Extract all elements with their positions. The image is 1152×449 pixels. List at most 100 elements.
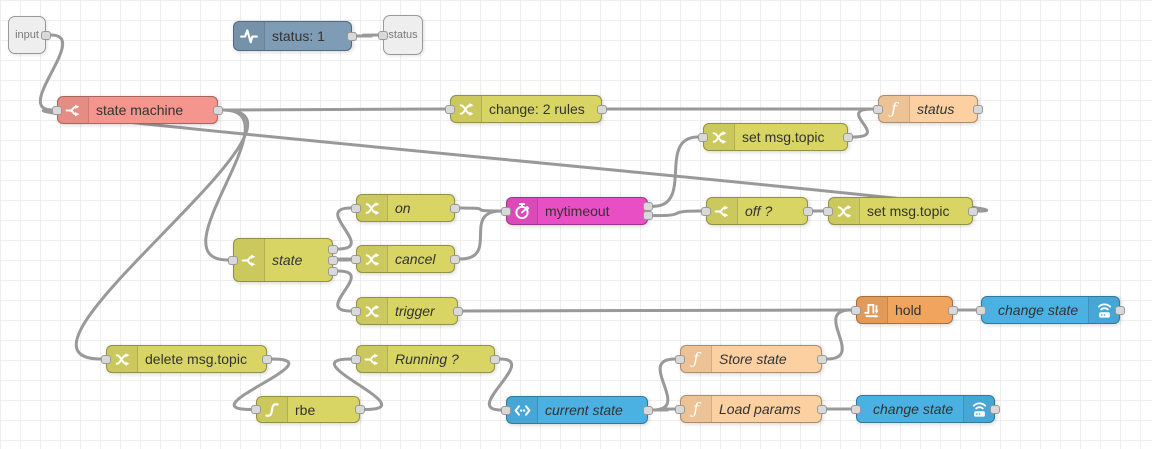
- input-port-trigger[interactable]: [351, 306, 361, 316]
- wire-running-to-current-state[interactable]: [487, 357, 514, 412]
- node-off[interactable]: off ?: [706, 197, 808, 225]
- switch-icon: [58, 97, 89, 123]
- node-hold[interactable]: hold: [856, 296, 953, 324]
- input-port-running[interactable]: [351, 354, 361, 364]
- function-icon: ƒ: [879, 96, 910, 122]
- output-port-set-msg-topic-2-0[interactable]: [968, 206, 978, 216]
- input-port-load-params[interactable]: [675, 404, 685, 414]
- output-port-status-fn-0[interactable]: [973, 104, 983, 114]
- input-port-mytimeout[interactable]: [501, 206, 511, 216]
- output-port-state-0[interactable]: [328, 244, 338, 254]
- node-on[interactable]: on: [356, 194, 455, 222]
- output-port-store-state-0[interactable]: [817, 354, 827, 364]
- wire-input-to-state-machine[interactable]: [38, 33, 65, 112]
- output-port-mytimeout-1[interactable]: [643, 211, 653, 221]
- wire-state-to-trigger[interactable]: [336, 269, 353, 313]
- node-rbe[interactable]: rbe: [256, 396, 360, 423]
- output-port-trigger-0[interactable]: [453, 306, 463, 316]
- wire-state-machine-to-change-2-rules[interactable]: [221, 107, 447, 112]
- node-state-machine[interactable]: state machine: [57, 96, 218, 124]
- node-label: cancel: [395, 251, 436, 267]
- input-port-set-msg-topic-2[interactable]: [823, 206, 833, 216]
- node-change-2-rules[interactable]: change: 2 rules: [450, 95, 602, 123]
- wire-mytimeout-to-off[interactable]: [651, 209, 703, 218]
- output-port-change-state-1-0[interactable]: [1115, 305, 1125, 315]
- node-label: off ?: [745, 203, 773, 219]
- wire-mytimeout-to-set-msg-topic-1[interactable]: [651, 135, 700, 208]
- output-port-cancel-0[interactable]: [450, 254, 460, 264]
- node-change-state-2[interactable]: change state: [856, 395, 995, 423]
- output-port-load-params-0[interactable]: [817, 404, 827, 414]
- wire-delete-msg-topic-to-rbe[interactable]: [232, 357, 291, 411]
- node-label: on: [395, 200, 411, 216]
- output-port-delete-msg-topic-0[interactable]: [262, 354, 272, 364]
- input-port-off[interactable]: [701, 206, 711, 216]
- output-port-on-0[interactable]: [450, 203, 460, 213]
- output-port-hold-0[interactable]: [948, 305, 958, 315]
- node-set-msg-topic-2[interactable]: set msg.topic: [828, 197, 973, 225]
- input-port-state-machine[interactable]: [52, 105, 62, 115]
- input-port-change-state-2[interactable]: [851, 404, 861, 414]
- wire-state-machine-to-delete-msg-topic[interactable]: [74, 108, 250, 361]
- input-port-delete-msg-topic[interactable]: [101, 354, 111, 364]
- output-port-mytimeout-0[interactable]: [643, 201, 653, 211]
- wire-current-state-to-load-params[interactable]: [651, 407, 677, 412]
- node-label: status: 1: [272, 28, 325, 44]
- wire-state-to-cancel[interactable]: [336, 257, 353, 262]
- node-label: input: [15, 29, 39, 41]
- svg-text:ƒ: ƒ: [690, 350, 702, 368]
- link-brackets-icon: [507, 397, 538, 423]
- rbe-step-icon: [257, 397, 288, 422]
- node-state[interactable]: state: [233, 238, 333, 282]
- output-port-state-1[interactable]: [328, 255, 338, 265]
- output-port-change-2-rules-0[interactable]: [597, 104, 607, 114]
- input-port-store-state[interactable]: [675, 354, 685, 364]
- node-current-state[interactable]: current state: [506, 396, 648, 424]
- input-port-hold[interactable]: [851, 305, 861, 315]
- node-input[interactable]: input: [8, 16, 46, 54]
- output-port-state-machine-0[interactable]: [213, 105, 223, 115]
- wire-state-machine-to-state[interactable]: [204, 108, 247, 262]
- input-port-change-2-rules[interactable]: [445, 104, 455, 114]
- wire-status-1-to-status-endpoint[interactable]: [355, 33, 380, 38]
- wire-current-state-to-store-state[interactable]: [651, 357, 677, 412]
- input-port-current-state[interactable]: [501, 405, 511, 415]
- node-running[interactable]: Running ?: [356, 345, 495, 373]
- node-label: change state: [998, 302, 1079, 318]
- input-port-cancel[interactable]: [351, 254, 361, 264]
- wire-set-msg-topic-1-to-status-fn[interactable]: [851, 107, 875, 139]
- output-port-status-1-0[interactable]: [347, 31, 357, 41]
- wire-cancel-to-mytimeout[interactable]: [458, 209, 503, 261]
- input-port-status-endpoint[interactable]: [378, 30, 388, 40]
- node-change-state-1[interactable]: change state: [981, 296, 1120, 324]
- wire-state-to-on[interactable]: [336, 206, 353, 251]
- input-port-rbe[interactable]: [251, 405, 261, 414]
- input-port-state[interactable]: [228, 255, 238, 265]
- node-cancel[interactable]: cancel: [356, 245, 455, 273]
- node-status-endpoint[interactable]: status: [383, 15, 423, 55]
- output-port-change-state-2-0[interactable]: [990, 404, 1000, 414]
- input-port-set-msg-topic-1[interactable]: [698, 132, 708, 142]
- wire-trigger-to-hold[interactable]: [461, 308, 853, 313]
- output-port-set-msg-topic-1-0[interactable]: [843, 132, 853, 142]
- node-trigger[interactable]: trigger: [356, 297, 458, 325]
- output-port-input-0[interactable]: [41, 30, 51, 40]
- output-port-state-2[interactable]: [328, 266, 338, 276]
- input-port-change-state-1[interactable]: [976, 305, 986, 315]
- output-port-current-state-0[interactable]: [643, 405, 653, 415]
- output-port-rbe-0[interactable]: [355, 405, 365, 414]
- wire-rbe-to-running[interactable]: [332, 357, 384, 411]
- node-set-msg-topic-1[interactable]: set msg.topic: [703, 123, 848, 151]
- input-port-status-fn[interactable]: [873, 104, 883, 114]
- wire-store-state-to-hold[interactable]: [825, 308, 853, 361]
- output-port-off-0[interactable]: [803, 206, 813, 216]
- node-status-1[interactable]: status: 1: [233, 21, 352, 51]
- node-delete-msg-topic[interactable]: delete msg.topic: [106, 345, 267, 373]
- input-port-on[interactable]: [351, 203, 361, 213]
- output-port-running-0[interactable]: [490, 354, 500, 364]
- node-mytimeout[interactable]: mytimeout: [506, 197, 648, 225]
